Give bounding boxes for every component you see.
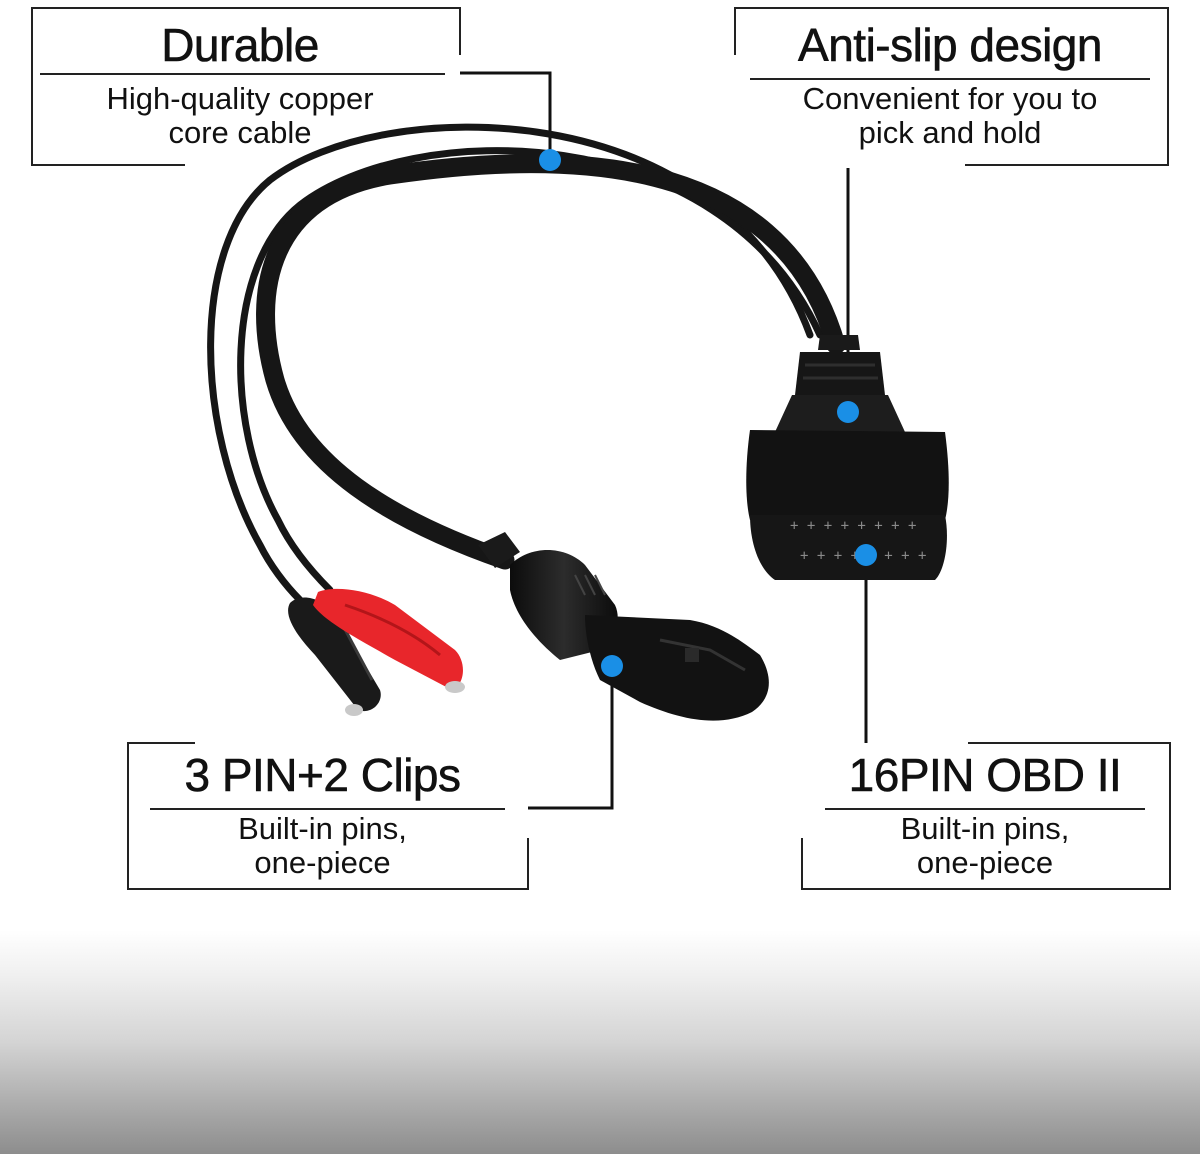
blue-dot-icon: [855, 544, 877, 566]
three-pin-connector: [478, 532, 769, 721]
callout-desc: Convenient for you to pick and hold: [750, 82, 1150, 150]
callout-underline: [825, 808, 1145, 810]
callout-title: 3 PIN+2 Clips: [184, 749, 461, 801]
callout-anti-slip: Anti-slip design Convenient for you to p…: [750, 22, 1150, 150]
blue-dot-icon: [539, 149, 561, 171]
callout-desc-line: Convenient for you to: [802, 81, 1098, 116]
callout-durable: Durable High-quality copper core cable: [40, 22, 440, 150]
callout-desc: Built-in pins, one-piece: [130, 812, 515, 880]
red-clip: [313, 588, 465, 693]
marker-dots: [539, 149, 877, 677]
obd-connector: + + + + + + + + + + + + + + + +: [746, 335, 949, 580]
callout-underline: [150, 808, 505, 810]
callout-desc-line: one-piece: [254, 845, 391, 880]
callout-desc-line: pick and hold: [858, 115, 1042, 150]
frame-three-pin: [127, 742, 529, 890]
callout-underline: [750, 78, 1150, 80]
callout-desc-line: core cable: [168, 115, 312, 150]
clip-wire-black: [207, 123, 814, 604]
frame-anti-slip: [734, 7, 1169, 166]
callout-desc-line: Built-in pins,: [900, 811, 1070, 846]
cables: [207, 123, 846, 604]
main-cable: [256, 154, 846, 570]
callout-title: 16PIN OBD II: [848, 749, 1122, 801]
frame-obd: [801, 742, 1171, 890]
blue-dot-icon: [601, 655, 623, 677]
callout-frames: [31, 7, 1171, 890]
callout-title: Anti-slip design: [798, 19, 1103, 71]
callout-desc-line: one-piece: [916, 845, 1054, 880]
frame-durable: [31, 7, 461, 166]
callout-desc: Built-in pins, one-piece: [805, 812, 1165, 880]
callout-title: Durable: [161, 19, 320, 71]
blue-dot-icon: [837, 401, 859, 423]
callout-obd: 16PIN OBD II Built-in pins, one-piece: [805, 752, 1165, 880]
leader-three-pin: [528, 665, 614, 810]
callout-desc-line: Built-in pins,: [238, 811, 407, 846]
callout-desc: High-quality copper core cable: [40, 82, 440, 150]
callout-three-pin: 3 PIN+2 Clips Built-in pins, one-piece: [130, 752, 515, 880]
leader-durable: [460, 71, 552, 158]
callout-underline: [40, 73, 445, 75]
alligator-clips: [288, 588, 465, 716]
callout-desc-line: High-quality copper: [106, 81, 374, 116]
svg-text:+ + + + + + + +: + + + + + + + +: [790, 518, 916, 534]
bottom-gradient: [0, 930, 1200, 1154]
